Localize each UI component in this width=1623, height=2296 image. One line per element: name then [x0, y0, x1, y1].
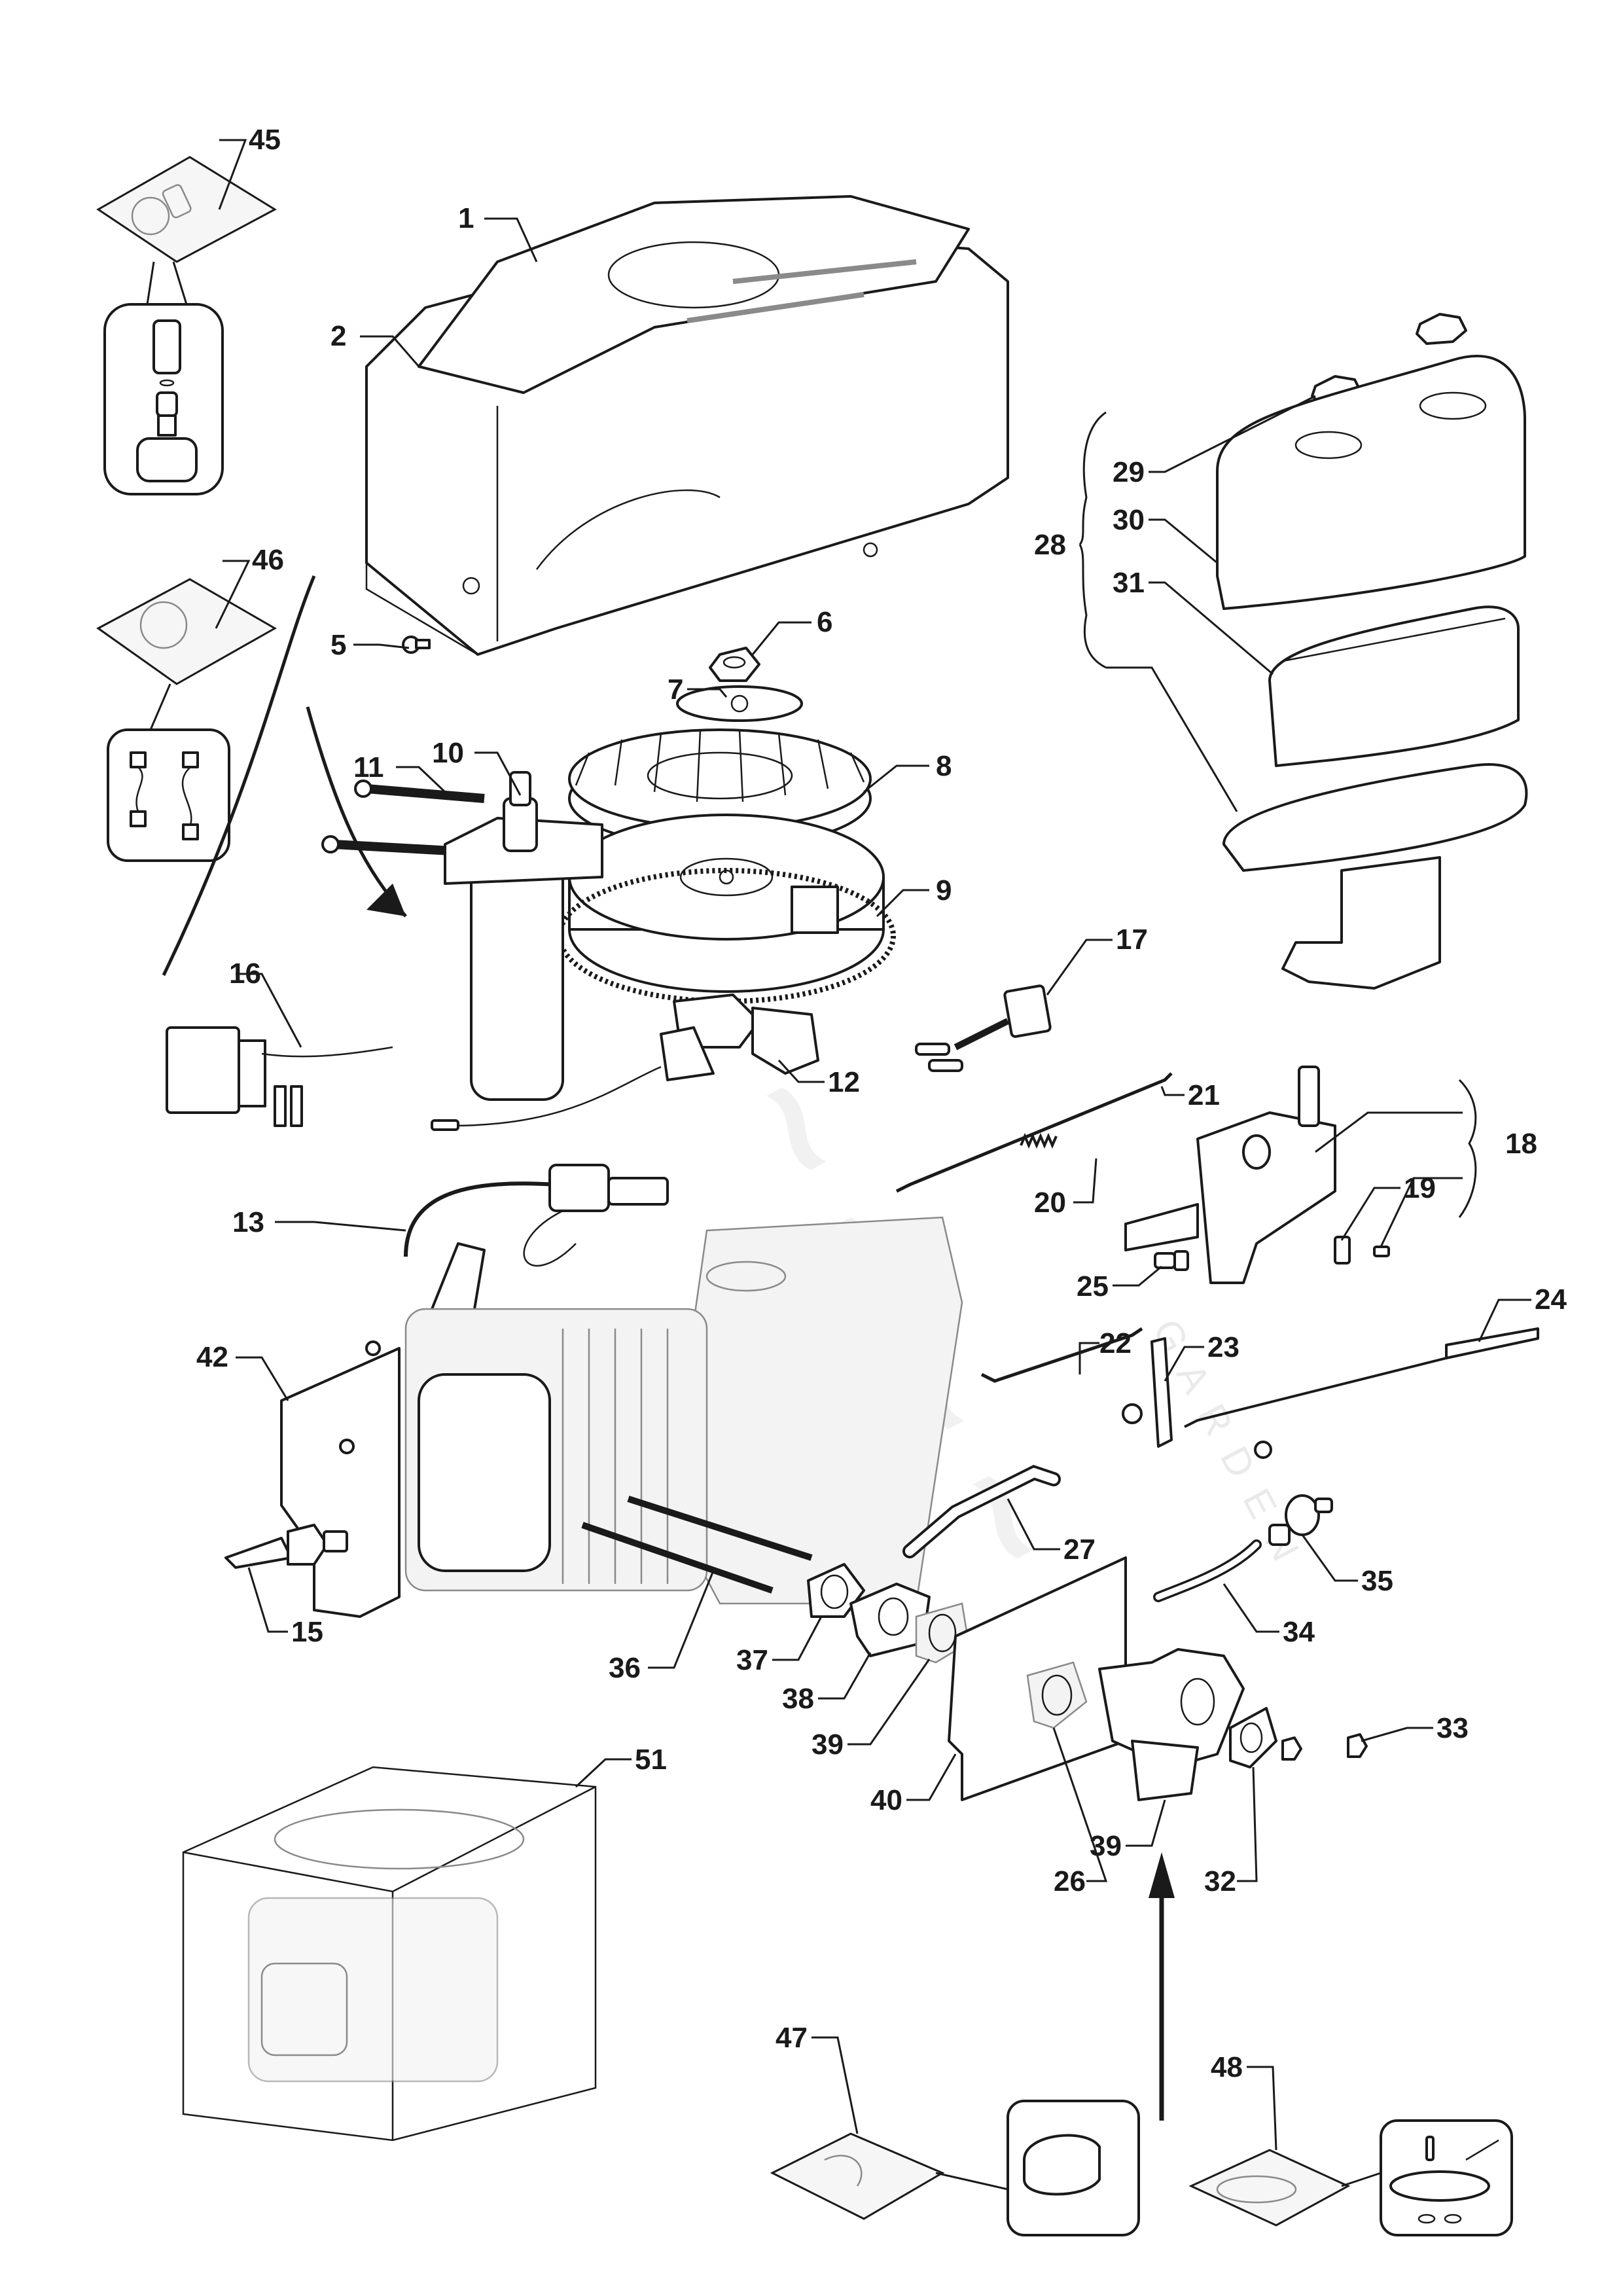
callout-25: 25 — [1077, 1270, 1109, 1302]
callout-47: 47 — [776, 2022, 808, 2054]
part-21-throttle-link-rod[interactable] — [895, 1072, 1173, 1193]
part-39-gasket-b[interactable] — [1026, 1661, 1088, 1729]
part-22-choke-link-rod[interactable] — [980, 1327, 1143, 1383]
part-10-starter-motor[interactable] — [444, 771, 603, 1101]
callout-27: 27 — [1063, 1534, 1096, 1566]
callout-39-lower: 39 — [1090, 1830, 1122, 1862]
callout-38: 38 — [782, 1683, 814, 1715]
callout-23: 23 — [1207, 1331, 1240, 1363]
callout-16: 16 — [229, 958, 261, 990]
part-20-governor-spring[interactable] — [1020, 1132, 1058, 1149]
part-33-nut[interactable] — [1281, 1733, 1368, 1761]
callout-7: 7 — [668, 673, 683, 706]
callout-11: 11 — [353, 751, 384, 783]
part-24-link-rod-long[interactable] — [1184, 1327, 1539, 1459]
callout-29: 29 — [1113, 456, 1145, 488]
callout-32: 32 — [1204, 1865, 1236, 1897]
part-47-repair-kit[interactable] — [770, 2100, 1140, 2236]
callout-8: 8 — [936, 750, 952, 782]
callout-37: 37 — [736, 1644, 768, 1676]
part-18-governor-control[interactable] — [1124, 1066, 1336, 1284]
callout-12: 12 — [828, 1066, 860, 1098]
part-28-air-filter-base[interactable] — [1222, 763, 1528, 990]
part-1-top-cover[interactable] — [418, 195, 970, 394]
part-17-wire-connector[interactable] — [915, 984, 1052, 1072]
part-35-fuel-filter[interactable] — [1268, 1494, 1333, 1546]
callout-36: 36 — [609, 1652, 641, 1684]
part-46-brush-kit[interactable] — [96, 578, 277, 862]
leader-lines — [215, 139, 1531, 2151]
callout-6: 6 — [817, 606, 832, 638]
part-36-stud-bolts[interactable] — [581, 1496, 813, 1594]
callout-13: 13 — [232, 1206, 264, 1238]
part-23-governor-lever[interactable] — [1122, 1337, 1173, 1448]
callout-35: 35 — [1361, 1565, 1393, 1597]
part-45-starter-drive-kit[interactable] — [96, 156, 277, 495]
part-11-starter-bolts[interactable] — [321, 780, 485, 855]
part-19-clip[interactable] — [1334, 1236, 1390, 1265]
callout-42: 42 — [196, 1341, 228, 1373]
part-16-voltage-regulator[interactable] — [166, 1026, 393, 1127]
callout-26: 26 — [1054, 1865, 1086, 1897]
callout-22: 22 — [1099, 1327, 1132, 1359]
assembly-arrow-up — [1149, 1852, 1175, 2121]
part-9-flywheel[interactable] — [557, 814, 896, 1004]
part-32-gasket[interactable] — [1229, 1707, 1277, 1768]
callout-39-upper: 39 — [812, 1729, 844, 1761]
part-42-bracket[interactable] — [280, 1340, 401, 1618]
callout-15: 15 — [291, 1616, 323, 1648]
callout-10: 10 — [432, 737, 464, 769]
callout-28: 28 — [1034, 529, 1066, 561]
callout-18: 18 — [1505, 1128, 1537, 1160]
part-34-fuel-hose[interactable] — [1153, 1539, 1262, 1602]
part-51-complete-engine[interactable] — [182, 1766, 597, 2142]
assembly-arrow-curved — [162, 575, 407, 977]
part-48-gasket-kit[interactable] — [1188, 2119, 1513, 2236]
part-30-air-filter-cover[interactable] — [1216, 354, 1526, 610]
part-7-washer-plate[interactable] — [676, 685, 803, 722]
callout-5: 5 — [330, 629, 346, 661]
part-26-carburetor[interactable] — [1098, 1648, 1245, 1801]
part-13-ignition-coil[interactable] — [404, 1164, 669, 1330]
engine-block — [404, 1216, 963, 1605]
callout-40: 40 — [870, 1784, 902, 1816]
callout-31: 31 — [1113, 567, 1145, 599]
part-38-carb-spacer[interactable] — [849, 1583, 931, 1657]
callout-48: 48 — [1211, 2051, 1243, 2083]
part-5-screw[interactable] — [402, 636, 431, 654]
part-15-oil-switch[interactable] — [224, 1524, 348, 1569]
callout-9: 9 — [936, 874, 952, 906]
part-6-flywheel-nut[interactable] — [709, 647, 760, 682]
part-31-air-filter-element[interactable] — [1268, 605, 1520, 767]
callout-34: 34 — [1283, 1616, 1315, 1648]
part-12-charging-coil[interactable] — [431, 994, 819, 1131]
callout-45: 45 — [249, 124, 281, 156]
callout-2: 2 — [330, 320, 346, 352]
part-27-breather-hose[interactable] — [902, 1465, 1061, 1558]
callout-24: 24 — [1535, 1283, 1567, 1316]
callout-labels: 45 1 2 46 5 6 7 8 9 10 11 16 17 21 12 20… — [196, 124, 1567, 2083]
callout-20: 20 — [1034, 1187, 1066, 1219]
callout-51: 51 — [635, 1744, 667, 1776]
callout-30: 30 — [1113, 504, 1145, 536]
callout-17: 17 — [1116, 924, 1148, 956]
part-25-bolt[interactable] — [1154, 1250, 1189, 1271]
callout-46: 46 — [252, 544, 284, 576]
callout-19: 19 — [1404, 1172, 1436, 1204]
callout-21: 21 — [1188, 1079, 1220, 1111]
callout-1: 1 — [458, 202, 474, 234]
callout-33: 33 — [1436, 1712, 1469, 1744]
